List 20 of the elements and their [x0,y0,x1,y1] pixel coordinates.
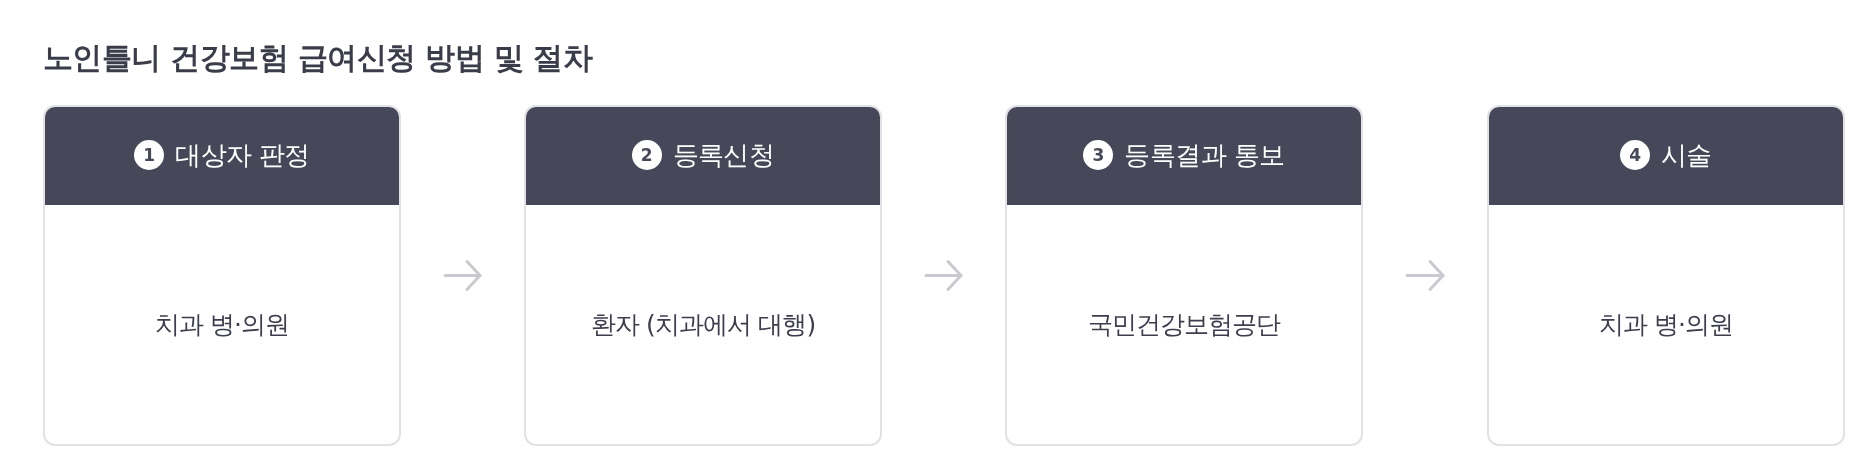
arrow [924,260,963,291]
step-card [43,105,401,446]
step-title: 대상자 판정 [175,139,310,172]
step-card [1005,105,1363,446]
card-text: 치과 병·의원 [154,308,290,341]
step-title: 등록결과 통보 [1124,139,1285,172]
step-number: 2 [631,140,662,170]
step-card [524,105,882,446]
card-text: 국민건강보험공단 [1087,308,1281,341]
step-number: 1 [134,140,165,170]
arrow [1405,260,1445,291]
card-text: 치과 병·의원 [1598,308,1734,341]
step-card [1487,105,1845,446]
step-title: 등록신청 [672,139,775,172]
step-title: 시술 [1661,139,1712,172]
arrow [443,260,482,291]
step-number: 3 [1083,140,1114,170]
step-number: 4 [1620,140,1651,170]
diagram-title: 노인틀니 건강보험 급여신청 방법 및 절차 [43,39,593,77]
card-text: 환자 (치과에서 대행) [590,308,816,341]
